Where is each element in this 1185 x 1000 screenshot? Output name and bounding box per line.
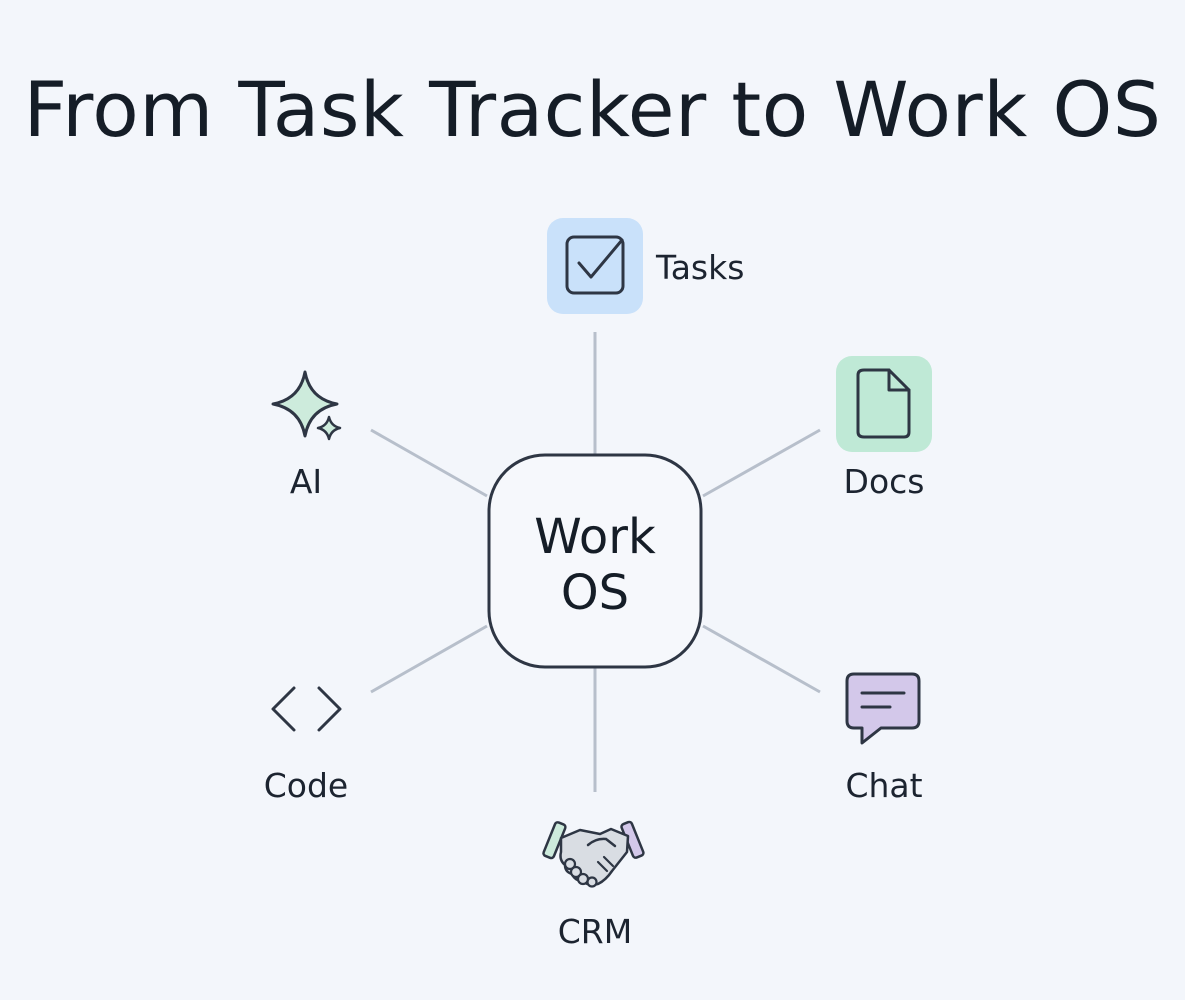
- code-brackets-icon: [271, 686, 342, 732]
- connector-code: [370, 624, 488, 694]
- docs-label: Docs: [844, 462, 925, 501]
- page-title: From Task Tracker to Work OS: [23, 65, 1162, 154]
- code-label: Code: [264, 766, 348, 805]
- connector-docs: [702, 428, 821, 498]
- node-tasks[interactable]: Tasks: [547, 218, 744, 314]
- handshake-icon: [542, 820, 645, 888]
- ai-label: AI: [290, 462, 322, 501]
- node-ai[interactable]: AI: [271, 370, 342, 501]
- node-chat[interactable]: Chat: [845, 672, 923, 805]
- chat-bubble-icon: [845, 672, 921, 745]
- connector-chat: [702, 624, 821, 694]
- checkbox-icon: [565, 235, 625, 295]
- hub-label-line1: Work: [534, 509, 656, 565]
- node-code[interactable]: Code: [264, 686, 348, 805]
- sparkle-icon: [271, 370, 342, 441]
- node-docs[interactable]: Docs: [836, 356, 932, 501]
- hub-label-line2: OS: [561, 565, 629, 621]
- document-icon: [856, 368, 911, 439]
- chat-label: Chat: [845, 766, 922, 805]
- hub-box: [487, 453, 703, 669]
- tasks-label: Tasks: [655, 248, 744, 287]
- tasks-tile: [547, 218, 643, 314]
- connector-ai: [370, 428, 488, 498]
- node-crm[interactable]: CRM: [542, 820, 645, 951]
- hub-node[interactable]: Work OS: [487, 453, 703, 669]
- crm-label: CRM: [558, 912, 632, 951]
